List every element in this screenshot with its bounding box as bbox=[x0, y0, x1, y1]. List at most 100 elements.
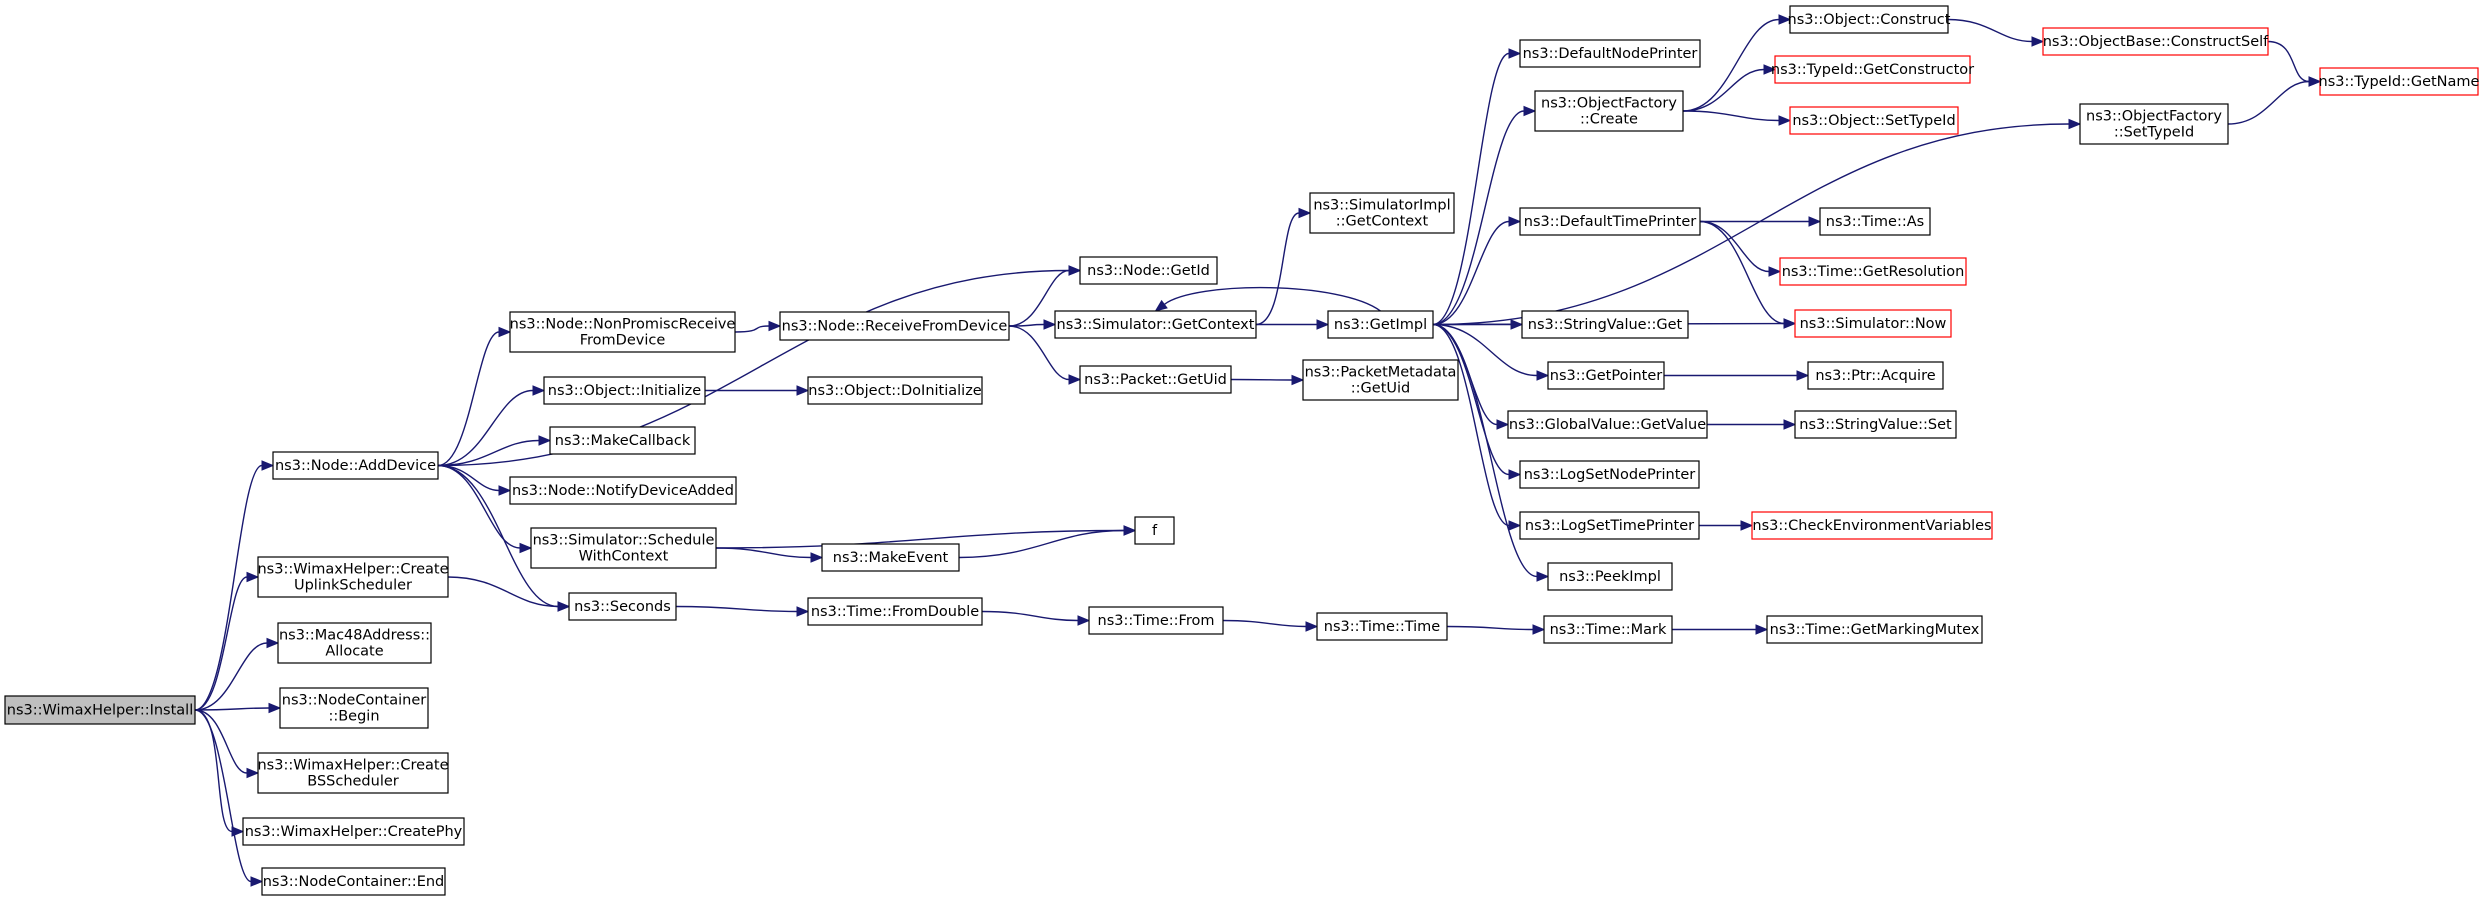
edge-line bbox=[1947, 18, 2033, 43]
node-nodecontainer-end[interactable]: ns3::NodeContainer::End bbox=[261, 867, 446, 896]
edge-logsettimeprinter-to-checkenv bbox=[1698, 520, 1754, 531]
arrowhead bbox=[1154, 299, 1168, 312]
node-label: ns3::TypeId::GetConstructor bbox=[1771, 62, 1974, 78]
node-defaultnodeprinter[interactable]: ns3::DefaultNodePrinter bbox=[1519, 39, 1701, 68]
node-node-notifydeviceadded[interactable]: ns3::Node::NotifyDeviceAdded bbox=[509, 476, 737, 505]
node-packetmetadata-getuid[interactable]: ns3::PacketMetadata::GetUid bbox=[1302, 359, 1459, 401]
arrowhead bbox=[1532, 624, 1546, 635]
node-box bbox=[277, 622, 432, 664]
arrowhead bbox=[1510, 319, 1524, 330]
node-box bbox=[568, 592, 677, 621]
node-defaulttimeprinter[interactable]: ns3::DefaultTimePrinter bbox=[1519, 207, 1701, 236]
node-simulator-getcontext[interactable]: ns3::Simulator::GetContext bbox=[1054, 310, 1257, 339]
node-time-as[interactable]: ns3::Time::As bbox=[1819, 207, 1931, 236]
edge-line bbox=[1682, 18, 1780, 112]
node-ptr-acquire[interactable]: ns3::Ptr::Acquire bbox=[1807, 361, 1944, 390]
arrowhead bbox=[261, 460, 275, 471]
node-label: ns3::Simulator::GetContext bbox=[1057, 317, 1255, 333]
node-label: ns3::Time::FromDouble bbox=[811, 604, 979, 620]
node-object-settypeid[interactable]: ns3::Object::SetTypeId bbox=[1789, 106, 1959, 135]
edge-line bbox=[1446, 625, 1534, 631]
node-object-initialize[interactable]: ns3::Object::Initialize bbox=[543, 376, 706, 405]
node-label: ns3::ObjectBase::ConstructSelf bbox=[2043, 34, 2269, 50]
edge-objfactsettypeid-to-typeidgetname bbox=[2227, 76, 2322, 125]
node-node-getid[interactable]: ns3::Node::GetId bbox=[1079, 256, 1218, 285]
node-label: ns3::ObjectFactory bbox=[1541, 96, 1677, 112]
edge-adddevice-to-makecallback bbox=[437, 435, 552, 467]
node-peekimpl[interactable]: ns3::PeekImpl bbox=[1547, 562, 1673, 591]
node-wimaxhelper-install[interactable]: ns3::WimaxHelper::Install bbox=[4, 695, 196, 725]
node-mac48address-allocate[interactable]: ns3::Mac48Address::Allocate bbox=[277, 622, 432, 664]
node-label: ns3::PacketMetadata bbox=[1305, 365, 1457, 381]
node-label: ns3::GlobalValue::GetValue bbox=[1509, 417, 1706, 433]
node-objectbase-constructself[interactable]: ns3::ObjectBase::ConstructSelf bbox=[2042, 27, 2269, 56]
node-box bbox=[257, 556, 449, 598]
node-time-getresolution[interactable]: ns3::Time::GetResolution bbox=[1779, 257, 1967, 286]
node-typeid-getname[interactable]: ns3::TypeId::GetName bbox=[2319, 67, 2480, 96]
node-simulator-now[interactable]: ns3::Simulator::Now bbox=[1794, 309, 1952, 338]
node-label: ns3::TypeId::GetName bbox=[2319, 74, 2480, 90]
node-box bbox=[272, 451, 439, 480]
edge-line bbox=[194, 576, 248, 711]
node-time-getmarkingmutex[interactable]: ns3::Time::GetMarkingMutex bbox=[1766, 615, 1983, 644]
node-f[interactable]: f bbox=[1134, 516, 1175, 545]
node-seconds[interactable]: ns3::Seconds bbox=[568, 592, 677, 621]
node-box bbox=[1134, 516, 1175, 545]
node-makeevent[interactable]: ns3::MakeEvent bbox=[821, 543, 960, 572]
arrowhead bbox=[532, 385, 546, 396]
node-simulatorimpl-getcontext[interactable]: ns3::SimulatorImpl::GetContext bbox=[1309, 192, 1455, 234]
node-packet-getuid[interactable]: ns3::Packet::GetUid bbox=[1079, 365, 1232, 394]
node-object-doinitialize[interactable]: ns3::Object::DoInitialize bbox=[807, 376, 983, 405]
node-nodecontainer-begin[interactable]: ns3::NodeContainer::Begin bbox=[279, 687, 429, 729]
edge-line bbox=[437, 464, 521, 549]
edge-deftimeprinter-to-simnow bbox=[1699, 220, 1797, 329]
edge-simgetctx-to-simimplgetctx bbox=[1255, 207, 1312, 326]
node-time-time[interactable]: ns3::Time::Time bbox=[1316, 612, 1448, 641]
node-box bbox=[1519, 511, 1700, 540]
node-stringvalue-set[interactable]: ns3::StringValue::Set bbox=[1794, 410, 1957, 439]
edge-line bbox=[1255, 212, 1300, 326]
edge-line bbox=[1432, 323, 1538, 578]
edge-line bbox=[437, 389, 534, 467]
node-box bbox=[1766, 615, 1983, 644]
node-typeid-getconstructor[interactable]: ns3::TypeId::GetConstructor bbox=[1771, 55, 1974, 84]
arrowhead bbox=[1536, 370, 1550, 381]
arrowhead bbox=[1305, 621, 1319, 632]
arrowhead bbox=[557, 601, 571, 612]
node-getpointer[interactable]: ns3::GetPointer bbox=[1547, 361, 1665, 390]
node-label: ns3::MakeEvent bbox=[833, 550, 949, 566]
node-stringvalue-get[interactable]: ns3::StringValue::Get bbox=[1521, 310, 1689, 339]
node-time-mark[interactable]: ns3::Time::Mark bbox=[1543, 615, 1673, 644]
node-globalvalue-getvalue[interactable]: ns3::GlobalValue::GetValue bbox=[1507, 410, 1708, 439]
node-label: ns3::Node::NotifyDeviceAdded bbox=[512, 483, 734, 499]
node-logsetnodeprinter[interactable]: ns3::LogSetNodePrinter bbox=[1519, 460, 1700, 489]
node-label: ::GetContext bbox=[1336, 214, 1429, 230]
edge-line bbox=[1008, 325, 1070, 381]
edge-install-to-adddevice bbox=[194, 460, 275, 711]
node-objectfactory-create[interactable]: ns3::ObjectFactory::Create bbox=[1534, 90, 1684, 132]
arrowhead bbox=[1068, 265, 1082, 276]
node-makecallback[interactable]: ns3::MakeCallback bbox=[549, 426, 696, 455]
node-logsettimeprinter[interactable]: ns3::LogSetTimePrinter bbox=[1519, 511, 1700, 540]
node-node-receivefromdevice[interactable]: ns3::Node::ReceiveFromDevice bbox=[779, 311, 1010, 341]
edge-objconstruct-to-objbaseconstruct bbox=[1947, 18, 2045, 47]
arrowhead bbox=[2031, 36, 2045, 47]
node-objectfactory-settypeid[interactable]: ns3::ObjectFactory::SetTypeId bbox=[2079, 103, 2229, 145]
node-time-fromdouble[interactable]: ns3::Time::FromDouble bbox=[807, 597, 983, 626]
node-wimaxhelper-createphy[interactable]: ns3::WimaxHelper::CreatePhy bbox=[242, 817, 465, 846]
node-time-from[interactable]: ns3::Time::From bbox=[1088, 606, 1224, 635]
arrowhead bbox=[1536, 571, 1550, 582]
node-getimpl[interactable]: ns3::GetImpl bbox=[1327, 310, 1434, 339]
node-label: ns3::Object::SetTypeId bbox=[1792, 113, 1955, 129]
edge-line bbox=[1230, 378, 1293, 381]
node-object-construct[interactable]: ns3::Object::Construct bbox=[1788, 5, 1951, 34]
arrowhead bbox=[796, 385, 810, 396]
node-node-adddevice[interactable]: ns3::Node::AddDevice bbox=[272, 451, 439, 480]
edge-line bbox=[437, 464, 500, 492]
node-checkenvironmentvariables[interactable]: ns3::CheckEnvironmentVariables bbox=[1751, 511, 1993, 540]
node-box bbox=[1316, 612, 1448, 641]
